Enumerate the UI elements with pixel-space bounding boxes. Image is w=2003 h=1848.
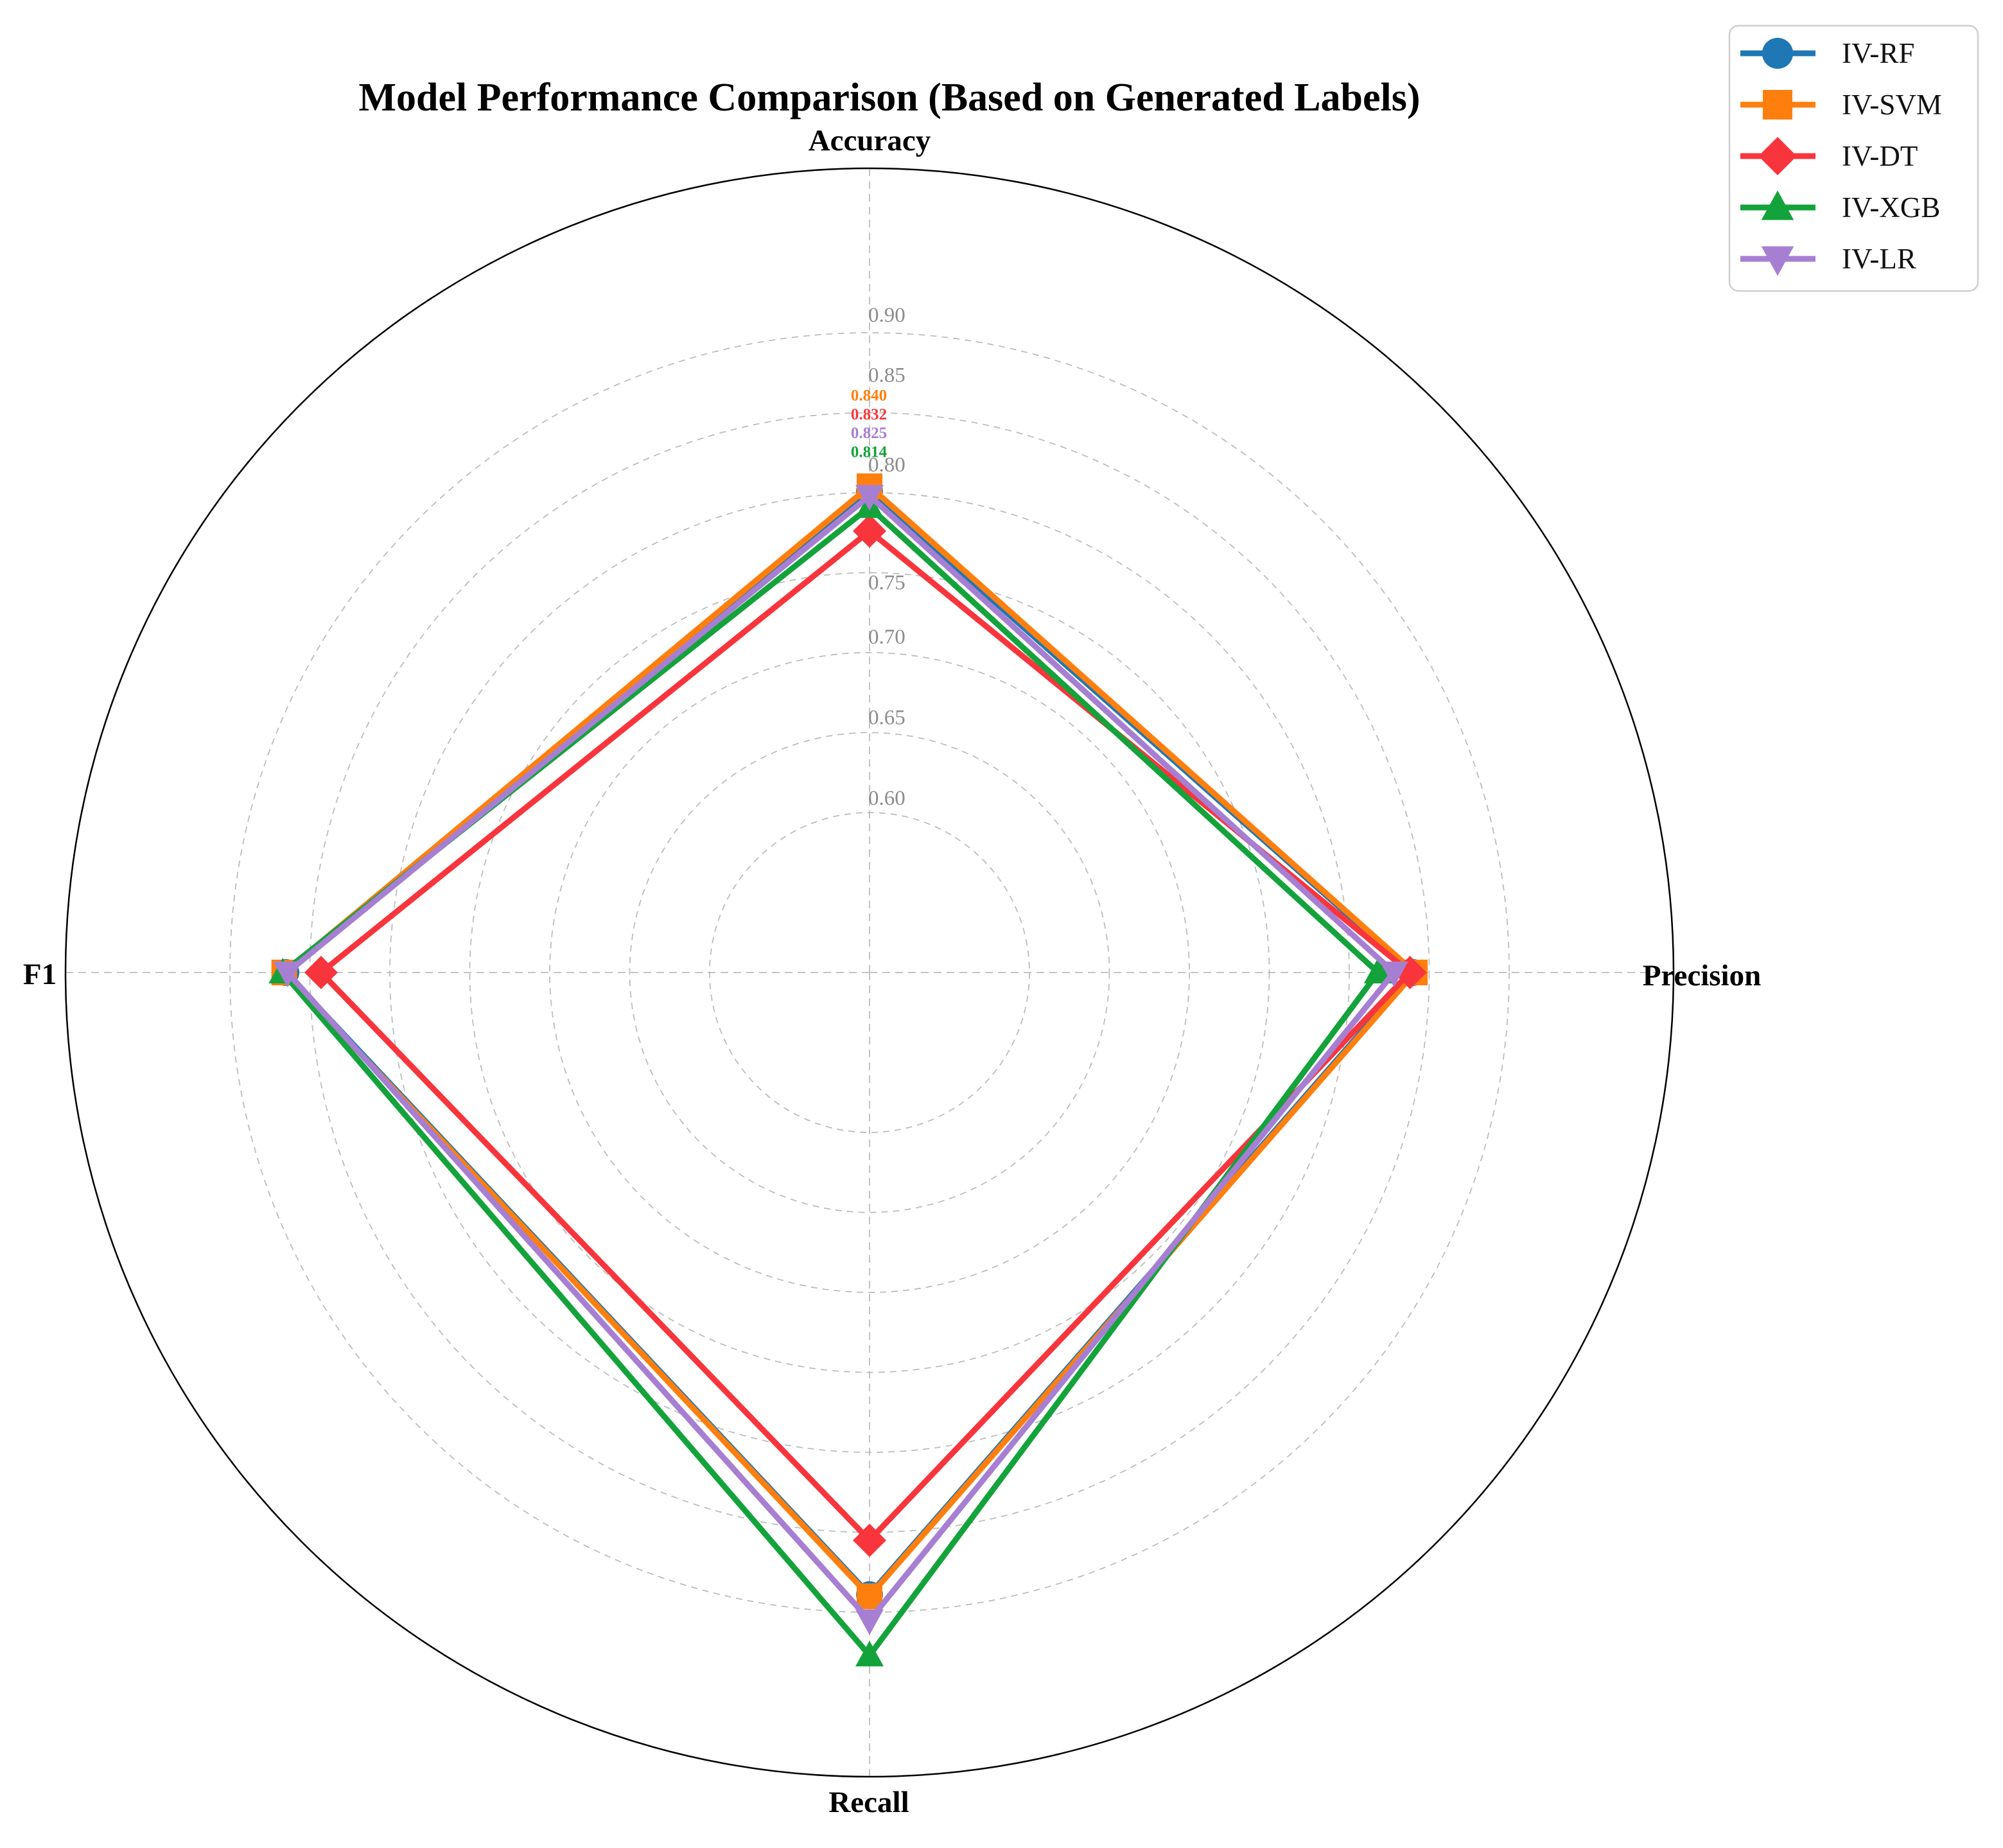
series-marker-IV-DT-f1 — [304, 956, 338, 989]
series-marker-IV-LR-recall — [855, 1609, 884, 1635]
radial-tick-0.75: 0.75 — [868, 572, 905, 595]
series-marker-IV-LR-accuracy — [855, 484, 884, 511]
axis-label-recall: Recall — [828, 1786, 909, 1819]
series-marker-IV-LR-f1 — [273, 962, 302, 987]
radial-tick-0.85: 0.85 — [868, 364, 905, 387]
radial-tick-0.60: 0.60 — [868, 787, 905, 810]
grid-circle-0.90 — [229, 332, 1510, 1613]
annotation-value: 0.825 — [851, 425, 887, 442]
radial-tick-0.90: 0.90 — [868, 304, 905, 327]
legend-item-IV-RF: IV-RF — [1740, 37, 1914, 69]
legend-item-label: IV-SVM — [1842, 89, 1942, 121]
series-polygon-IV-XGB — [279, 504, 1381, 1659]
series-IV-DT — [304, 514, 1427, 1557]
series-IV-XGB — [268, 492, 1392, 1667]
legend-marker-diamond-icon — [1758, 137, 1797, 175]
chart-title: Model Performance Comparison (Based on G… — [358, 76, 1420, 119]
legend-item-label: IV-LR — [1842, 243, 1916, 275]
series-polygons — [268, 473, 1428, 1667]
radial-tick-0.70: 0.70 — [868, 626, 905, 649]
series-marker-IV-DT-accuracy — [853, 514, 886, 548]
annotation-value: 0.832 — [851, 406, 887, 423]
series-polygon-IV-LR — [284, 493, 1397, 1623]
legend-marker-triangle-up-icon — [1761, 190, 1794, 220]
series-IV-RF — [272, 477, 1427, 1608]
legend-marker-triangle-down-icon — [1761, 246, 1794, 276]
outer-circle — [64, 167, 1675, 1778]
legend-item-label: IV-RF — [1842, 37, 1914, 69]
legend: IV-RF IV-SVM IV-DT IV-XGB IV-LR — [1728, 24, 1979, 292]
axis-label-precision: Precision — [1643, 959, 1762, 992]
series-marker-IV-SVM-recall — [857, 1583, 882, 1610]
series-marker-IV-LR-precision — [1379, 962, 1408, 987]
series-IV-SVM — [271, 473, 1428, 1610]
legend-item-IV-SVM: IV-SVM — [1740, 89, 1942, 121]
polar-boundary — [64, 167, 1675, 1778]
legend-item-IV-LR: IV-LR — [1740, 243, 1916, 276]
series-marker-IV-XGB-precision — [1363, 958, 1392, 983]
radial-tick-0.65: 0.65 — [868, 707, 905, 730]
legend-item-label: IV-DT — [1842, 140, 1918, 172]
grid-circle-0.65 — [629, 732, 1110, 1213]
radial-tick-labels: 0.90 0.85 0.80 0.75 0.70 0.65 0.60 — [868, 304, 905, 810]
annotation-value: 0.814 — [851, 443, 888, 461]
series-polygon-IV-RF — [283, 488, 1417, 1598]
legend-item-IV-DT: IV-DT — [1740, 137, 1918, 175]
legend-marker-circle-icon — [1762, 37, 1794, 69]
axis-label-accuracy: Accuracy — [809, 124, 931, 157]
radial-tick-0.80: 0.80 — [868, 453, 905, 477]
series-marker-IV-DT-recall — [853, 1523, 886, 1557]
axis-label-f1: F1 — [23, 958, 57, 991]
series-polygon-IV-DT — [318, 528, 1413, 1544]
series-IV-LR — [273, 484, 1408, 1635]
legend-item-IV-XGB: IV-XGB — [1740, 190, 1940, 224]
annotation-value: 0.840 — [851, 387, 887, 405]
legend-marker-square-icon — [1763, 90, 1792, 119]
series-polygon-IV-SVM — [281, 483, 1418, 1599]
legend-item-label: IV-XGB — [1842, 191, 1940, 224]
grid-circle-0.70 — [549, 652, 1190, 1293]
series-marker-IV-XGB-recall — [855, 1641, 884, 1667]
